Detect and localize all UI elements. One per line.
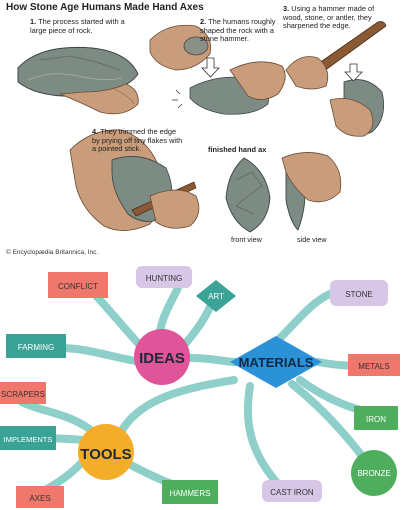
materials-hub-label: MATERIALS — [239, 355, 314, 370]
rock-in-hand-drawing — [17, 46, 139, 115]
cast-iron-node[interactable]: CAST IRON — [262, 480, 322, 502]
stone-hammer-drawing — [149, 24, 286, 115]
axes-label: AXES — [29, 494, 50, 503]
step-3-caption: 3. Using a hammer made of wood, stone, o… — [283, 4, 383, 31]
implements-node[interactable]: IMPLEMENTS — [0, 426, 56, 450]
mind-map: IDEAS MATERIALS TOOLS HUNTING CONFLICT A… — [0, 266, 400, 508]
conflict-node[interactable]: CONFLICT — [48, 272, 108, 298]
scrapers-label: SCRAPERS — [1, 390, 45, 399]
step-3-number: 3. — [283, 4, 290, 13]
step-4-number: 4. — [92, 127, 99, 136]
art-label: ART — [208, 292, 224, 301]
finished-axe-title: finished hand ax — [208, 145, 267, 154]
hammers-label: HAMMERS — [170, 489, 211, 498]
hunting-label: HUNTING — [146, 274, 182, 283]
step-4-caption: 4. They trimmed the edge by prying off t… — [92, 127, 184, 154]
step-4-text: They trimmed the edge by prying off tiny… — [92, 127, 183, 154]
iron-label: IRON — [366, 415, 386, 424]
step-1-number: 1. — [30, 17, 37, 26]
illustration-drawings — [17, 21, 387, 233]
art-node[interactable]: ART — [196, 280, 236, 312]
cast-iron-label: CAST IRON — [270, 488, 314, 497]
illustration-title: How Stone Age Humans Made Hand Axes — [6, 2, 204, 13]
hunting-node[interactable]: HUNTING — [136, 266, 192, 288]
scrapers-node[interactable]: SCRAPERS — [0, 382, 46, 404]
ideas-hub-label: IDEAS — [139, 350, 185, 367]
materials-hub[interactable]: MATERIALS — [230, 336, 322, 388]
hammers-node[interactable]: HAMMERS — [162, 480, 218, 504]
bronze-node[interactable]: BRONZE — [351, 450, 397, 496]
stone-node[interactable]: STONE — [330, 280, 388, 306]
hand-axe-illustration: How Stone Age Humans Made Hand Axes 1. T… — [6, 2, 387, 256]
mind-map-connectors — [18, 276, 380, 498]
step-2-text: The humans roughly shaped the rock with … — [200, 17, 276, 44]
finished-axe-front-drawing — [225, 157, 271, 233]
finished-axe-side-drawing — [281, 152, 342, 231]
step-2-number: 2. — [200, 17, 207, 26]
front-view-label: front view — [231, 235, 262, 244]
metals-node[interactable]: METALS — [348, 354, 400, 376]
farming-node[interactable]: FARMING — [6, 334, 66, 358]
conflict-label: CONFLICT — [58, 282, 98, 291]
bronze-label: BRONZE — [357, 469, 390, 478]
side-view-label: side view — [297, 235, 327, 244]
step-1-caption: 1. The process started with a large piec… — [30, 17, 142, 35]
step-3-text: Using a hammer made of wood, stone, or a… — [283, 4, 375, 31]
tools-hub[interactable]: TOOLS — [78, 424, 134, 480]
axes-node[interactable]: AXES — [16, 486, 64, 508]
iron-node[interactable]: IRON — [354, 406, 398, 430]
ideas-hub[interactable]: IDEAS — [134, 329, 190, 385]
stone-label: STONE — [345, 290, 372, 299]
step-2-caption: 2. The humans roughly shaped the rock wi… — [200, 17, 286, 44]
step-1-text: The process started with a large piece o… — [30, 17, 125, 35]
implements-label: IMPLEMENTS — [4, 435, 53, 444]
pointed-stick-drawing — [69, 129, 200, 231]
farming-label: FARMING — [18, 343, 54, 352]
copyright-credit: © Encyclopædia Britannica, Inc. — [6, 249, 99, 256]
wood-hammer-drawing — [285, 21, 387, 137]
tools-hub-label: TOOLS — [80, 446, 131, 463]
metals-label: METALS — [358, 362, 389, 371]
